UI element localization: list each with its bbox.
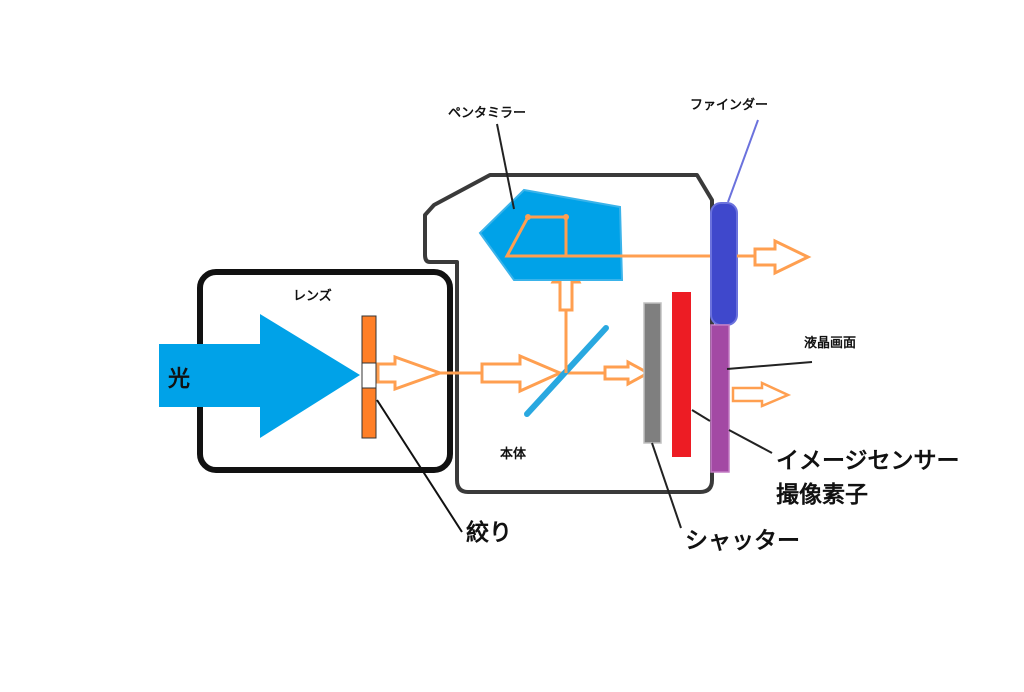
sensor-label-line1: イメージセンサー [776, 448, 960, 474]
light-label: 光 [167, 367, 190, 392]
shutter [643, 302, 662, 444]
lcd-screen [710, 324, 730, 473]
leader-sensor [691, 409, 711, 422]
light-arrow [159, 314, 360, 438]
path-arrow-lcd [731, 381, 792, 408]
aperture-blade-bottom [361, 387, 377, 439]
leader-finder [727, 119, 759, 203]
path-arrow-finder [753, 238, 812, 276]
lcd-label: 液晶画面 [804, 335, 856, 351]
sensor-label-line2: 撮像素子 [776, 481, 868, 508]
path-node [525, 214, 531, 220]
image-sensor [672, 292, 691, 457]
leader-sensor-2 [728, 429, 773, 454]
path-arrow-to-shutter [603, 359, 652, 387]
aperture-label: 絞り [466, 519, 512, 546]
leader-shutter [651, 442, 682, 529]
aperture-opening [361, 362, 377, 389]
path-arrow-lens [376, 354, 445, 392]
aperture-blade-top [361, 315, 377, 364]
pentamirror [478, 188, 624, 281]
finder-label: ファインダー [690, 97, 768, 113]
path-node [563, 214, 569, 220]
camera-body-outline [423, 173, 714, 494]
leader-aperture [376, 399, 463, 533]
body-label: 本体 [500, 446, 527, 462]
shutter-label: シャッター [685, 528, 800, 554]
pentamirror-label: ペンタミラー [448, 106, 526, 121]
leader-pentamirror [496, 123, 515, 210]
lens-label: レンズ [293, 288, 332, 304]
viewfinder-eyepiece [710, 202, 738, 326]
leader-lcd [726, 361, 813, 370]
path-arrow-to-mirror [480, 353, 564, 394]
